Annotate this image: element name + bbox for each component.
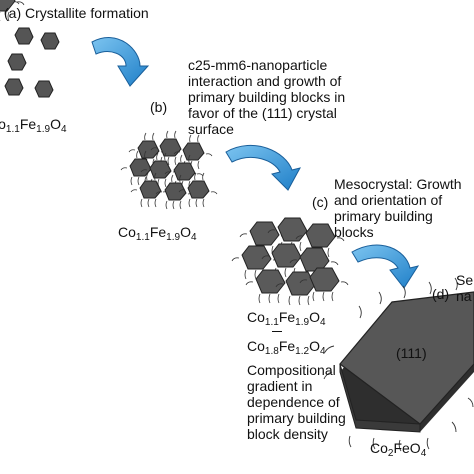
- crystal-facet-label: (111): [396, 345, 427, 361]
- stage-c-formula-bottom: Co1.8Fe1.2O4: [247, 338, 326, 357]
- crystallite-hexagon: [7, 53, 27, 71]
- stage-d-partial-text: Se na: [456, 272, 474, 304]
- process-arrow-3: [351, 244, 420, 289]
- stage-b-label: (b): [150, 99, 168, 115]
- building-block: [245, 269, 295, 304]
- stage-b-cluster: [0, 0, 218, 210]
- stage-a-crystallites: [4, 27, 60, 98]
- stage-d-label: (d): [432, 286, 450, 302]
- crystallite-hexagon: [34, 80, 54, 98]
- stage-c-formula-top: Co1.1Fe1.9O4: [247, 309, 326, 328]
- stage-b-formula: Co1.1Fe1.9O4: [118, 224, 197, 243]
- stage-c-label: (c): [312, 194, 329, 210]
- stage-c-description: Mesocrystal: Growth and orientation of p…: [334, 176, 462, 240]
- crystallite-hexagon: [40, 32, 60, 50]
- crystallite-hexagon: [4, 78, 24, 96]
- stage-d-formula: Co2FeO4: [370, 440, 427, 459]
- stage-d-plate: [323, 277, 474, 452]
- crystallite-hexagon: [14, 27, 34, 45]
- stage-b-description: c25-mm6-nanoparticle interaction and gro…: [188, 57, 346, 137]
- stage-a-formula: Co1.1Fe1.9O4: [0, 116, 67, 135]
- process-arrow-1: [91, 37, 150, 87]
- stage-a-label: (a) Crystallite formation: [4, 5, 149, 21]
- formula-separator: [272, 331, 282, 332]
- gradient-note: Compositional gradient in dependence of …: [247, 362, 346, 442]
- stage-c-mesocrystal: [0, 0, 349, 306]
- process-arrow-2: [225, 144, 301, 191]
